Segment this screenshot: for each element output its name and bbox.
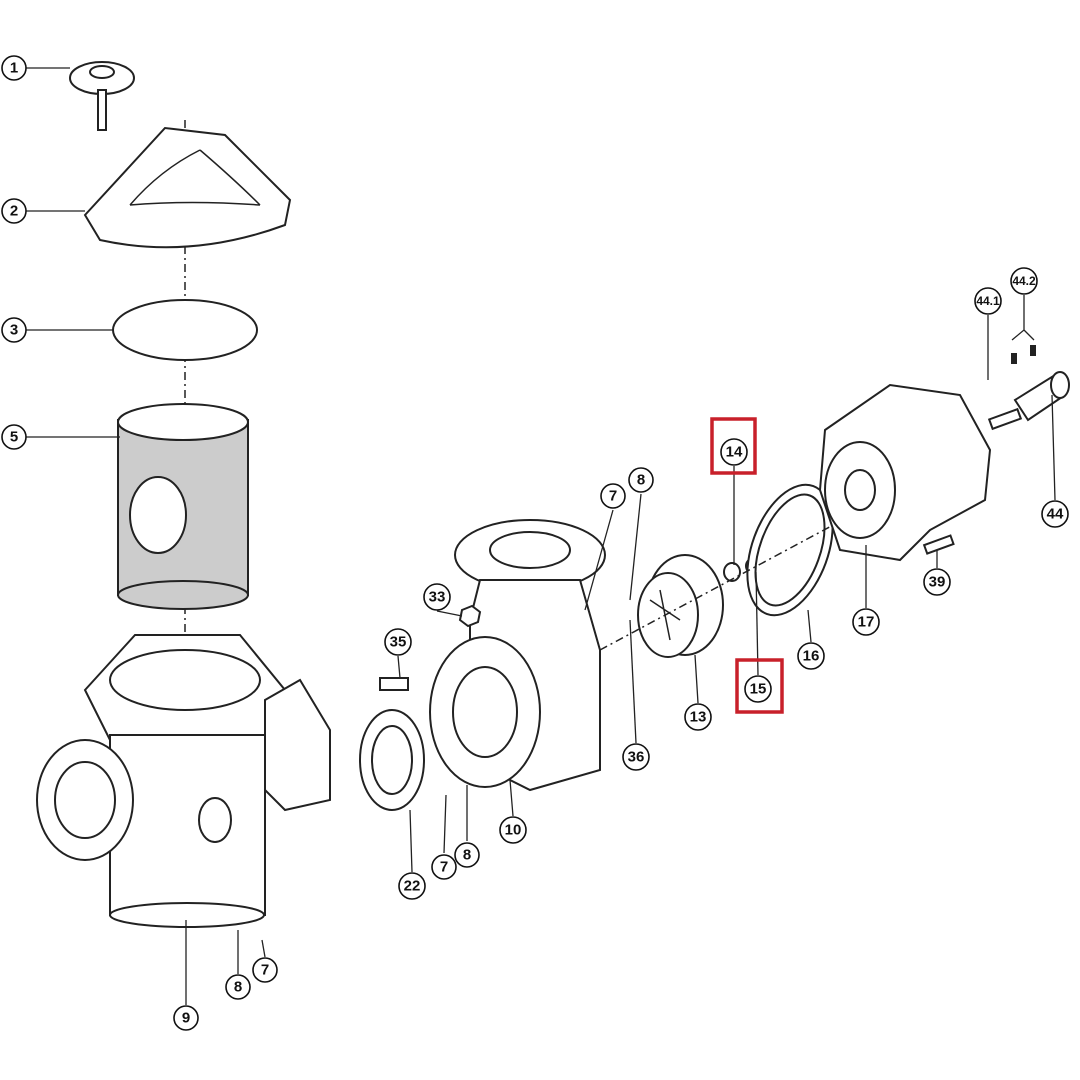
svg-text:33: 33 [429, 589, 446, 606]
callout-22: 22 [398, 872, 426, 900]
callout-36: 36 [622, 743, 650, 771]
callout-39: 39 [923, 568, 951, 596]
callout-44: 44 [1041, 500, 1069, 528]
bolt-part [379, 677, 409, 691]
leader-lines [26, 67, 1056, 1005]
impeller-part [637, 554, 724, 658]
svg-text:8: 8 [463, 847, 471, 864]
callout-13: 13 [684, 703, 712, 731]
strainer-basket-part [117, 403, 249, 610]
callout-17: 17 [852, 608, 880, 636]
callout-8: 8 [628, 467, 654, 493]
motor-bracket-part [818, 383, 992, 562]
lid-part [83, 126, 292, 249]
svg-text:2: 2 [10, 203, 18, 220]
knob-part [69, 61, 135, 131]
callout-10: 10 [499, 816, 527, 844]
svg-text:7: 7 [261, 962, 269, 979]
callout-9: 9 [173, 1005, 199, 1031]
callout-44-1: 44.1 [974, 287, 1002, 315]
svg-text:17: 17 [858, 614, 875, 631]
nut-part [458, 604, 482, 628]
svg-text:15: 15 [750, 681, 767, 698]
shaft-coupling-part [987, 345, 1070, 431]
svg-text:14: 14 [726, 444, 743, 461]
svg-text:13: 13 [690, 709, 707, 726]
svg-text:22: 22 [404, 878, 421, 895]
highlight-box-14 [710, 417, 757, 475]
o-ring-part [112, 299, 258, 361]
svg-text:35: 35 [390, 634, 407, 651]
svg-text:7: 7 [609, 488, 617, 505]
callout-5: 5 [1, 424, 27, 450]
svg-text:1: 1 [10, 60, 18, 77]
svg-text:8: 8 [637, 472, 645, 489]
callout-44-2: 44.2 [1010, 267, 1038, 295]
o-ring-gasket-part [746, 483, 834, 617]
callout-8: 8 [225, 974, 251, 1000]
callout-8: 8 [454, 842, 480, 868]
callout-1: 1 [1, 55, 27, 81]
svg-text:36: 36 [628, 749, 645, 766]
callout-16: 16 [797, 642, 825, 670]
callout-3: 3 [1, 317, 27, 343]
svg-text:44: 44 [1047, 506, 1064, 523]
callout-2: 2 [1, 198, 27, 224]
svg-text:5: 5 [10, 429, 18, 446]
callout-7: 7 [431, 854, 457, 880]
highlight-box-15 [735, 658, 784, 714]
svg-text:7: 7 [440, 859, 448, 876]
callout-15: 15 [744, 675, 772, 703]
svg-text:3: 3 [10, 322, 18, 339]
pump-casing-part [429, 519, 606, 792]
callout-7: 7 [252, 957, 278, 983]
gasket-part [359, 709, 425, 811]
screw-part [922, 534, 955, 555]
svg-text:44.1: 44.1 [976, 294, 1000, 308]
svg-text:9: 9 [182, 1010, 190, 1027]
svg-text:44.2: 44.2 [1012, 274, 1036, 288]
svg-text:16: 16 [803, 648, 820, 665]
callout-33: 33 [423, 583, 451, 611]
svg-text:39: 39 [929, 574, 946, 591]
svg-text:10: 10 [505, 822, 522, 839]
mechanical-seal-part [723, 562, 741, 582]
strainer-housing-part [36, 634, 331, 928]
callout-7: 7 [600, 483, 626, 509]
callout-35: 35 [384, 628, 412, 656]
callout-14: 14 [720, 438, 748, 466]
svg-text:8: 8 [234, 979, 242, 996]
